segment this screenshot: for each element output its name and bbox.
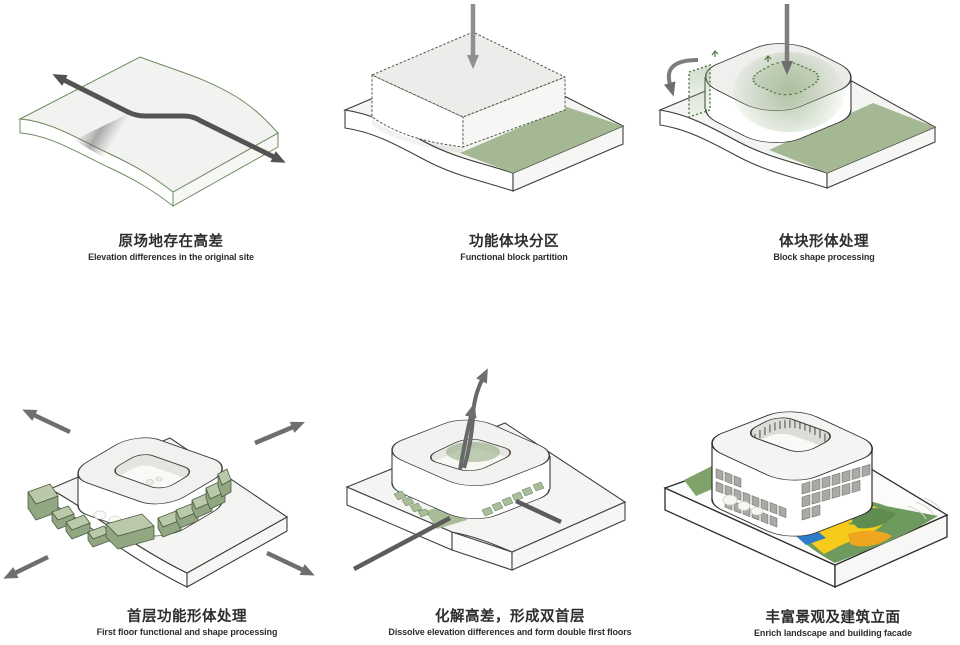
upper-ground-line: [515, 498, 562, 525]
courtyard-green-wash: [733, 52, 845, 132]
step-2-title-zh: 功能体块分区: [469, 234, 559, 250]
terrain-dip-shadow: [372, 119, 463, 153]
step-1-caption: 原场地存在高差 Elevation differences in the ori…: [0, 233, 342, 263]
step-5-title-zh: 化解高差，形成双首层: [435, 609, 585, 625]
building-block: [371, 31, 566, 148]
rounded-building-block: [391, 419, 551, 519]
sprout-icon: [764, 55, 772, 62]
expand-arrow-icon: [266, 550, 315, 576]
removed-volume-ghost: [688, 64, 711, 118]
contour-lines: [907, 497, 942, 520]
expand-arrows: [3, 409, 315, 579]
orange-playfield: [848, 530, 892, 547]
step-3-diagram-shape-processing: [657, 4, 937, 189]
courtyard-dashed-outline: [752, 61, 820, 96]
courtyard-rim: [430, 439, 511, 471]
step-6-title-zh: 丰富景观及建筑立面: [765, 610, 901, 626]
green-function-blocks: [27, 468, 232, 550]
step-1-title-zh: 原场地存在高差: [118, 234, 224, 250]
green-base-blocks: [393, 481, 545, 518]
site-green-strip: [769, 103, 935, 173]
step-6-diagram-final-design: [663, 411, 949, 589]
step-2-caption: 功能体块分区 Functional block partition: [333, 233, 695, 263]
step-3-title-en: Block shape processing: [773, 252, 875, 262]
step-4-diagram-first-floor: [3, 409, 315, 588]
expand-arrow-icon: [3, 554, 49, 579]
courtyard-rim: [749, 417, 831, 452]
rotate-arrow-icon: [663, 58, 699, 97]
step-5-panel: 化解高差，形成双首层 Dissolve elevation difference…: [330, 348, 690, 645]
site-slab: [18, 56, 279, 208]
facade-windows-right: [801, 464, 871, 521]
step-6-title-en: Enrich landscape and building facade: [754, 628, 912, 638]
building: [711, 411, 873, 537]
step-4-title-zh: 首层功能形体处理: [127, 609, 247, 625]
step-5-caption: 化解高差，形成双首层 Dissolve elevation difference…: [330, 608, 690, 638]
step-2-title-en: Functional block partition: [460, 252, 568, 262]
step-5-diagram-double-first-floor: [345, 368, 627, 571]
step-6-panel: 丰富景观及建筑立面 Enrich landscape and building …: [650, 388, 960, 645]
step-1-diagram-site-slope: [18, 56, 286, 208]
step-6-caption: 丰富景观及建筑立面 Enrich landscape and building …: [650, 609, 960, 639]
step-3-panel: 体块形体处理 Block shape processing: [649, 0, 960, 290]
step-1-title-en: Elevation differences in the original si…: [88, 252, 254, 262]
facade-windows-left: [715, 468, 787, 528]
tree-blobs: [722, 494, 764, 516]
terrain-axis-arrow-icon: [52, 74, 286, 163]
courtyard-slat-windows: [754, 419, 826, 442]
sprout-icon: [711, 50, 719, 57]
expand-arrow-icon: [22, 409, 71, 435]
expand-arrow-icon: [254, 421, 305, 446]
step-5-title-en: Dissolve elevation differences and form …: [388, 627, 632, 637]
step-1-panel: 原场地存在高差 Elevation differences in the ori…: [0, 0, 342, 290]
step-3-caption: 体块形体处理 Block shape processing: [649, 233, 960, 263]
rise-arrow-icon: [458, 403, 477, 471]
step-4-title-en: First floor functional and shape process…: [96, 627, 278, 637]
site-green-strip: [460, 107, 623, 173]
lower-ground-line: [352, 516, 452, 571]
step-2-panel: 功能体块分区 Functional block partition: [333, 0, 695, 290]
courtyard-rim: [114, 454, 191, 489]
step-4-caption: 首层功能形体处理 First floor functional and shap…: [0, 608, 374, 638]
rounded-building-block: [688, 43, 852, 143]
step-2-diagram-block-partition: [342, 4, 625, 192]
step-4-panel: 首层功能形体处理 First floor functional and shap…: [0, 368, 374, 645]
step-3-title-zh: 体块形体处理: [779, 234, 869, 250]
